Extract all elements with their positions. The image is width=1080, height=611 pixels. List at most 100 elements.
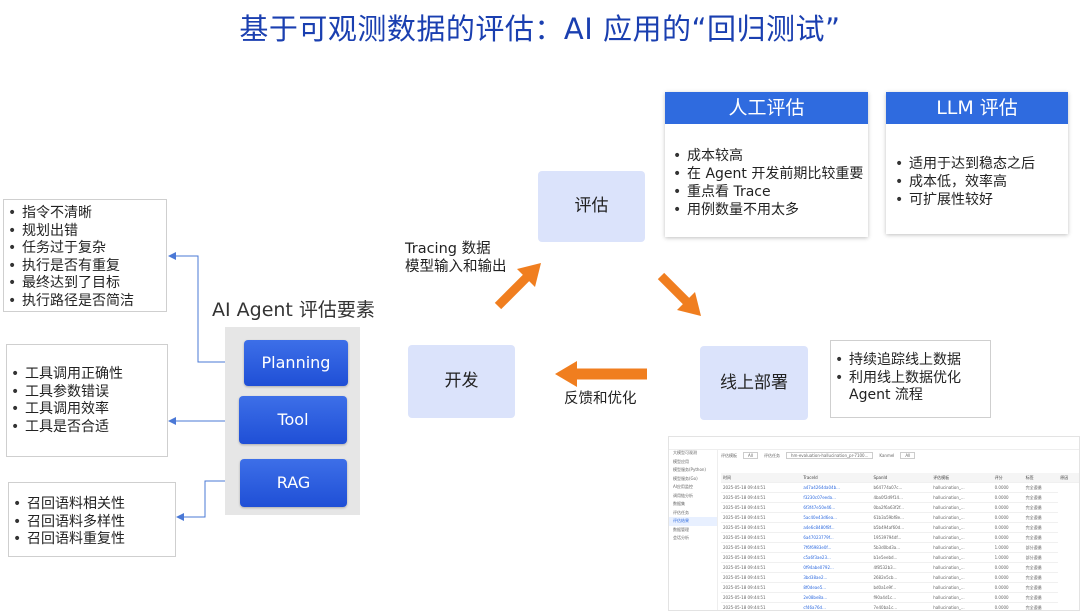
planning-connector: [175, 255, 245, 363]
table-cell: 2025-05-18 09:44:51: [721, 552, 802, 563]
thumbnail-filter: All: [743, 452, 758, 459]
arrow-deploy-to-develop: [555, 361, 647, 387]
rag-connector: [183, 480, 225, 518]
thumbnail-sidebar-item: AI应用监控: [673, 484, 693, 489]
table-cell: cf46a76d...: [801, 602, 872, 610]
tool-pill: Tool: [239, 396, 347, 444]
table-cell: a4e6c8480f8f...: [801, 522, 872, 533]
table-cell: 2025-05-18 09:44:51: [721, 532, 802, 543]
table-cell: 0.0000: [992, 492, 1024, 503]
table-cell: 2025-05-18 09:44:51: [721, 562, 802, 573]
thumbnail-sidebar-item: 数据管理: [673, 526, 689, 532]
table-cell: 5b3d0bd3a...: [871, 542, 932, 553]
rag-connector-arrowhead: [176, 513, 184, 521]
list-item: 重点看 Trace: [671, 183, 863, 201]
table-cell: hallucination_...: [931, 552, 993, 563]
table-cell: hallucination_...: [931, 572, 993, 583]
table-cell: 2025-05-18 09:44:51: [721, 512, 802, 523]
table-cell: 7e40ba1c...: [871, 602, 932, 610]
table-cell: b5b494af60d...: [871, 522, 932, 533]
table-cell: 完全遵循: [1023, 602, 1059, 610]
table-cell: 6f3f47e50e46...: [801, 502, 872, 513]
list-item: 工具调用效率: [7, 401, 167, 419]
feedback-label: 反馈和优化: [564, 391, 637, 407]
table-cell: 完全遵循: [1023, 532, 1059, 543]
table-cell: 2025-05-18 09:44:51: [721, 492, 802, 503]
thumbnail-sidebar-item: 会话分析: [673, 535, 689, 540]
evaluation-results-screenshot: 大模型可观测模型应用模型服务(Python) 模型服务(Go) AI应用监控调用链分…: [668, 436, 1080, 611]
thumbnail-sidebar-item: 调用链分析: [673, 492, 693, 498]
table-cell: 0.0000: [992, 562, 1024, 573]
list-item: 工具是否合适: [7, 419, 167, 437]
agent-factors-heading: AI Agent 评估要素: [212, 299, 375, 321]
deploy-node: 线上部署: [700, 346, 808, 420]
list-item: 召回语料多样性: [9, 514, 175, 532]
table-cell: 2025-05-18 09:44:51: [721, 572, 802, 583]
table-cell: hallucination_...: [931, 532, 993, 543]
table-cell: hallucination_...: [931, 582, 993, 593]
table-cell: 2025-05-18 09:44:51: [721, 482, 802, 493]
page-title: 基于可观测数据的评估：AI 应用的“回归测试”: [239, 12, 841, 46]
thumbnail-sidebar-item: 评估任务: [673, 509, 689, 515]
thumbnail-column-header: 原因: [1058, 473, 1079, 483]
table-cell: 0.0000: [992, 572, 1024, 583]
tracing-label-line-2: 模型输入和输出: [405, 259, 507, 275]
thumbnail-filter: Kanmel: [879, 453, 895, 458]
tracing-label: Tracing 数据 模型输入和输出: [405, 240, 507, 276]
tool-connector-arrowhead: [168, 417, 176, 425]
thumbnail-column-header: SpanId: [871, 473, 932, 483]
list-item: 任务过于复杂: [4, 240, 166, 258]
list-item: 用例数量不用太多: [671, 201, 863, 219]
thumbnail-sidebar-item: 评估结果: [669, 517, 717, 526]
table-cell: 0.0000: [992, 482, 1024, 493]
list-item: 适用于达到稳态之后: [893, 155, 1035, 173]
thumbnail-sidebar-item: 模型服务(Go): [673, 475, 698, 481]
table-cell: 61b3a59bf8e...: [871, 512, 932, 523]
tracing-label-line-1: Tracing 数据: [405, 241, 491, 257]
table-cell: 0.0000: [992, 602, 1024, 610]
table-cell: 5ac40e43d6ea...: [801, 512, 872, 523]
table-cell: hallucination_...: [931, 562, 993, 573]
table-cell: hallucination_...: [931, 522, 993, 533]
thumbnail-filter: 评估任务: [763, 453, 780, 458]
list-item: 利用线上数据优化 Agent 流程: [831, 370, 973, 405]
planning-pill: Planning: [244, 340, 348, 386]
planning-issues-box: 指令不清晰规划出错任务过于复杂执行是否有重复最终达到了目标执行路径是否简洁: [3, 199, 167, 312]
thumbnail-filter: hm-evaluation-hallucination_pr-7100...: [785, 452, 874, 459]
table-cell: 8f0deae5...: [801, 582, 872, 593]
develop-node: 开发: [408, 345, 515, 418]
table-cell: 0.0000: [992, 592, 1024, 603]
evaluate-node: 评估: [538, 171, 645, 242]
table-cell: 完全遵循: [1023, 582, 1059, 593]
thumbnail-topbar: [669, 437, 1079, 450]
table-cell: b1e5eebd...: [871, 552, 932, 563]
table-cell: 完全遵循: [1023, 492, 1059, 503]
list-item: 成本较高: [671, 147, 863, 165]
thumbnail-sidebar-item: 大模型可观测: [673, 450, 697, 455]
list-item: 工具调用正确性: [7, 366, 167, 384]
list-item: 成本低，效率高: [893, 173, 1035, 191]
table-cell: 2025-05-18 09:44:51: [721, 502, 802, 513]
table-cell: 完全遵循: [1023, 592, 1059, 603]
table-cell: c5a6f3ae23...: [801, 552, 872, 563]
table-cell: 3bd38ae2...: [801, 572, 872, 583]
table-cell: 1.0000: [992, 542, 1024, 553]
table-cell: a47a4264da04b...: [801, 482, 872, 493]
table-cell: 7f6f6983e0f...: [801, 542, 872, 553]
thumbnail-sidebar: 大模型可观测模型应用模型服务(Python) 模型服务(Go) AI应用监控调用链分…: [669, 449, 718, 610]
thumbnail-sidebar-item: 模型应用: [673, 458, 689, 464]
list-item: 持续追踪线上数据: [831, 352, 973, 370]
list-item: 召回语料相关性: [9, 496, 175, 514]
table-cell: 2025-05-18 09:44:51: [721, 542, 802, 553]
table-cell: bd0a1e9f...: [871, 582, 932, 593]
thumbnail-sidebar-item: 模型服务(Python): [673, 467, 706, 472]
